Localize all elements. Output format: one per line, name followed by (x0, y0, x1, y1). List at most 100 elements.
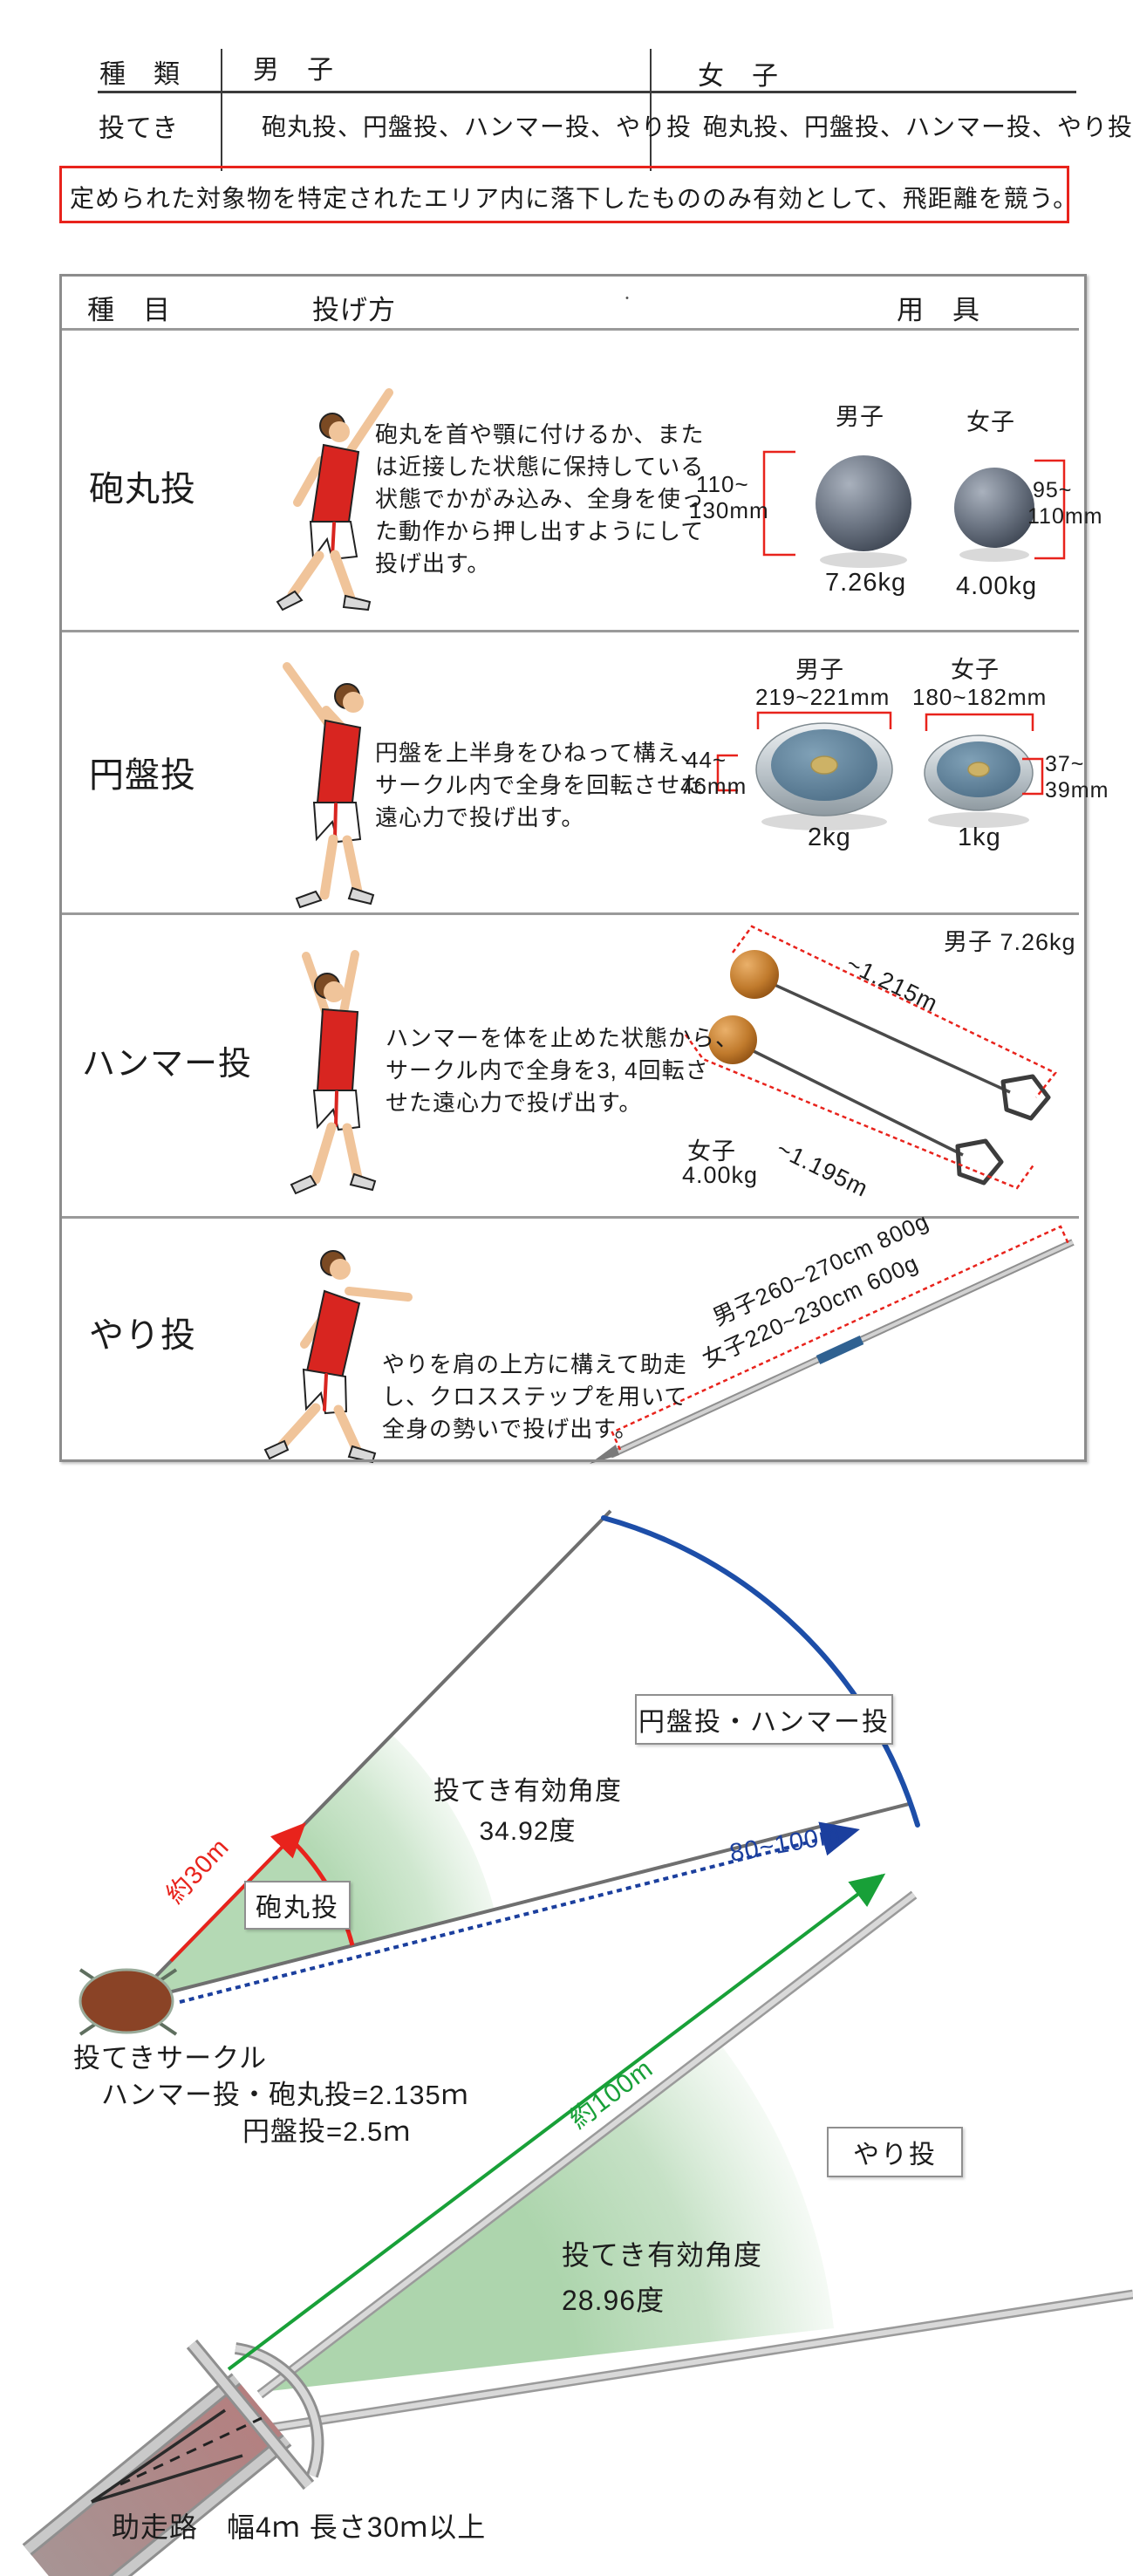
desc-line: た動作から押し出すようにして (375, 518, 705, 544)
range-arrow-icon (179, 1821, 860, 2004)
top-table-women-events: 砲丸投、円盤投、ハンマー投、やり投 (703, 113, 1133, 140)
javelin-sector-diagram (22, 1873, 1133, 2576)
discus-women-diameter: 180~182mm (912, 684, 1048, 710)
runway-guide-line (91, 2409, 226, 2504)
shot-women-label: 女子 (966, 409, 1015, 435)
runway-center-dashed-line (119, 2416, 263, 2486)
top-table-header-women: 女 子 (698, 62, 779, 91)
discus-men-weight: 2kg (808, 823, 851, 851)
row-desc-hammer: ハンマーを体を止めた状態から、 サークル内で全身を3, 4回転さ せた遠心力で投… (386, 1022, 739, 1119)
javelin-sector-label: やり投 (827, 2127, 963, 2177)
valid-sector-fill (131, 1734, 495, 2002)
valid-sector-fill (262, 2043, 834, 2392)
dimension-bracket (925, 713, 1034, 731)
main-table-header-dot: ・ (621, 291, 634, 305)
shot-women-diameter: 110mm (1027, 504, 1103, 529)
discus-hammer-sector-label: 円盤投・ハンマー投 (635, 1694, 893, 1745)
desc-line: ハンマーを体を止めた状態から、 (386, 1025, 740, 1051)
top-table-header-men: 男 子 (253, 56, 334, 85)
dimension-bracket (716, 754, 738, 792)
hammer-men-spec: 男子 7.26kg (944, 929, 1076, 955)
top-table-row-label: 投てき (99, 114, 180, 143)
top-table-men-events: 砲丸投、円盤投、ハンマー投、やり投 (262, 113, 693, 140)
valid-angle-label: 投てき有効角度 (433, 1777, 623, 1806)
desc-line: し、クロスステップを用いて (382, 1384, 688, 1410)
discus-hammer-sector-diagram (78, 1509, 920, 2036)
desc-line: は近接した状態に保持している (375, 454, 705, 480)
runway-note: 助走路 幅4ｍ 長さ30ｍ以上 (112, 2511, 487, 2543)
shot-women-ball (954, 468, 1034, 548)
runway-corridor (31, 2384, 283, 2576)
athlete-hammer-figure (290, 950, 377, 1195)
athlete-javelin-figure (263, 1250, 413, 1464)
rule-notice-text: 定められた対象物を特定されたエリア内に落下したもののみ有効として、飛距離を競う。 (70, 185, 1079, 212)
shot-men-ball (816, 455, 911, 551)
desc-line: 砲丸を首や顎に付けるか、また (375, 421, 705, 448)
valid-angle-value: 28.96度 (562, 2285, 665, 2316)
shot-women-weight: 4.00kg (956, 572, 1038, 600)
dimension-line (684, 1034, 1036, 1190)
top-table-header-type: 種 類 (99, 60, 181, 89)
javelin-illustration (590, 1225, 1075, 1464)
rule-notice-box (59, 166, 1069, 223)
dimension-bracket (1034, 459, 1066, 560)
table-row-separator (62, 912, 1079, 915)
hammer-illustration (684, 925, 1057, 1190)
shot-men-weight: 7.26kg (825, 569, 907, 597)
throwing-circle-icon (78, 1968, 174, 2034)
table-row-separator (62, 1216, 1079, 1219)
table-row-separator (62, 630, 1079, 632)
hammer-handle (1000, 1074, 1051, 1121)
landing-arc-icon (601, 1515, 920, 1828)
discus-illustration (716, 711, 1044, 830)
athlete-discus-figure (283, 662, 375, 909)
shotput-sector-label: 砲丸投 (244, 1881, 351, 1930)
hammer-women-label: 女子 (687, 1138, 736, 1165)
desc-line: サークル内で全身を3, 4回転さ (386, 1057, 709, 1083)
desc-line: 円盤を上半身をひねって構え、 (375, 740, 704, 766)
discus-men-thickness: 46mm (680, 773, 747, 799)
javelin-tip (590, 1445, 619, 1464)
row-desc-javelin: やりを肩の上方に構えて助走 し、クロスステップを用いて 全身の勢いで投げ出す。 (382, 1349, 687, 1445)
main-table-frame (59, 274, 1087, 1462)
discus-men-label: 男子 (795, 657, 844, 683)
discus-men-diameter: 219~221mm (755, 684, 891, 710)
row-desc-shotput: 砲丸を首や顎に付けるか、また は近接した状態に保持している 状態でかがみ込み、全… (375, 419, 705, 580)
row-desc-discus: 円盤を上半身をひねって構え、 サークル内で全身を回転させた 遠心力で投げ出す。 (375, 737, 704, 834)
athlete-shotput-figure (276, 388, 393, 612)
row-name-hammer: ハンマー投 (82, 1046, 253, 1083)
discus-women-thickness: 37~ (1045, 752, 1085, 776)
sector-edge-line (130, 1802, 910, 2004)
valid-angle-label: 投てき有効角度 (562, 2239, 763, 2271)
dimension-bracket (756, 711, 892, 729)
table-row-separator (62, 328, 1079, 331)
top-table-divider (221, 49, 222, 171)
valid-angle-value: 34.92度 (479, 1817, 577, 1846)
hammer-women-weight: 4.00kg (682, 1162, 759, 1188)
desc-line: 全身の勢いで投げ出す。 (382, 1416, 638, 1442)
dimension-line (731, 925, 1057, 1098)
discus-men-thickness: 44~ (686, 747, 727, 773)
desc-line: せた遠心力で投げ出す。 (386, 1090, 643, 1116)
throwing-circle-note: 円盤投=2.5ｍ (242, 2116, 412, 2147)
discus-women-thickness: 39mm (1045, 778, 1109, 803)
javelin-grip (816, 1336, 864, 1364)
runway-guide-line (91, 2454, 243, 2504)
top-table-divider (650, 49, 652, 171)
dimension-line (611, 1225, 1070, 1451)
shot-men-label: 男子 (836, 404, 884, 430)
desc-line: 状態でかがみ込み、全身を使っ (375, 486, 706, 512)
shot-men-diameter: 110~ (696, 471, 749, 497)
throwing-circle-note: 投てきサークル (73, 2043, 268, 2074)
top-table-header-rule (98, 91, 1076, 93)
discus-women-weight: 1kg (958, 823, 1001, 851)
row-name-discus: 円盤投 (89, 756, 196, 795)
main-table-header-event: 種 目 (87, 295, 171, 325)
throwing-circle-note: ハンマー投・砲丸投=2.135ｍ (101, 2080, 469, 2110)
main-table-header-method: 投げ方 (312, 295, 396, 325)
dimension-bracket (1022, 757, 1044, 796)
discus-women-label: 女子 (951, 657, 1000, 683)
shotput-balls-illustration (762, 450, 1066, 568)
